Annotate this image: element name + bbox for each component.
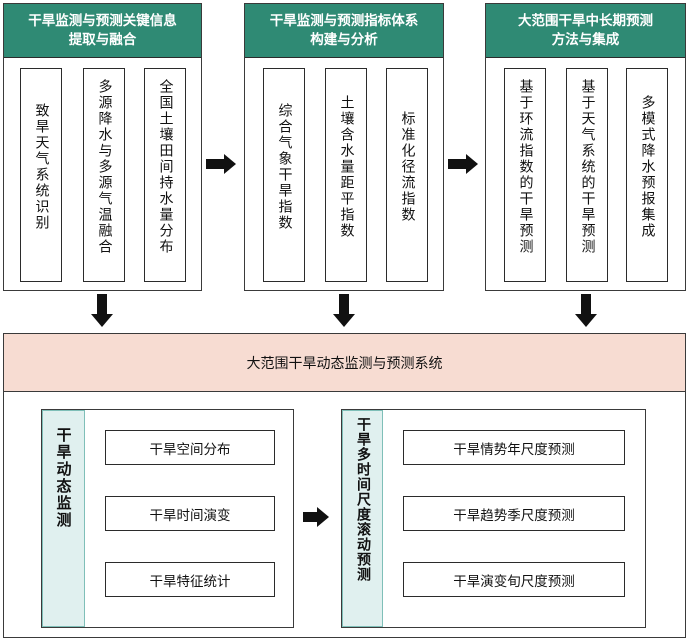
arrow-down-shaft-2 bbox=[339, 294, 349, 314]
system-header: 大范围干旱动态监测与预测系统 bbox=[4, 334, 685, 392]
panel-forecast-methods-item-1: 基于环流指数的干旱预测 bbox=[504, 68, 546, 282]
monitor-label-box: 干旱动态监测 bbox=[42, 410, 85, 627]
panel-forecast-methods: 大范围干旱中长期预测 方法与集成 基于环流指数的干旱预测 基于天气系统的干旱预测… bbox=[485, 3, 686, 291]
arrow-right-icon bbox=[317, 507, 329, 527]
forecast-label-box: 干旱多时间尺度滚动预测 bbox=[342, 410, 383, 627]
panel-forecast-methods-header: 大范围干旱中长期预测 方法与集成 bbox=[486, 4, 685, 58]
monitor-item-1: 干旱空间分布 bbox=[105, 430, 275, 465]
panel-forecast-methods-title-line2: 方法与集成 bbox=[551, 31, 620, 48]
forecast-group: 干旱多时间尺度滚动预测 干旱情势年尺度预测 干旱趋势季尺度预测 干旱演变旬尺度预… bbox=[341, 409, 646, 628]
monitor-label: 干旱动态监测 bbox=[54, 427, 73, 529]
item-label: 致旱天气系统识别 bbox=[33, 103, 50, 231]
item-label: 多模式降水预报集成 bbox=[639, 95, 656, 239]
item-label: 基于环流指数的干旱预测 bbox=[517, 79, 534, 255]
monitor-group: 干旱动态监测 干旱空间分布 干旱时间演变 干旱特征统计 bbox=[41, 409, 294, 628]
panel-index-system-item-1: 综合气象干旱指数 bbox=[263, 68, 305, 282]
panel-key-info-header: 干旱监测与预测关键信息 提取与融合 bbox=[4, 4, 201, 58]
monitor-item-2: 干旱时间演变 bbox=[105, 496, 275, 531]
arrow-shaft-3 bbox=[303, 512, 317, 522]
arrow-shaft-1 bbox=[206, 159, 224, 169]
arrow-down-icon bbox=[333, 314, 355, 327]
forecast-item-1: 干旱情势年尺度预测 bbox=[403, 430, 625, 465]
item-label: 标准化径流指数 bbox=[399, 111, 416, 223]
panel-forecast-methods-title-line1: 大范围干旱中长期预测 bbox=[518, 12, 653, 29]
arrow-down-icon bbox=[575, 314, 597, 327]
panel-key-info-item-3: 全国土壤田间持水量分布 bbox=[144, 68, 186, 282]
item-label: 干旱趋势季尺度预测 bbox=[453, 507, 575, 524]
panel-forecast-methods-item-3: 多模式降水预报集成 bbox=[626, 68, 668, 282]
panel-index-system-title-line1: 干旱监测与预测指标体系 bbox=[269, 12, 419, 29]
panel-key-info: 干旱监测与预测关键信息 提取与融合 致旱天气系统识别 多源降水与多源气温融合 全… bbox=[3, 3, 202, 291]
panel-index-system-header: 干旱监测与预测指标体系 构建与分析 bbox=[245, 4, 443, 58]
panel-key-info-title-line2: 提取与融合 bbox=[68, 31, 137, 48]
item-label: 基于天气系统的干旱预测 bbox=[579, 79, 596, 255]
panel-forecast-methods-item-2: 基于天气系统的干旱预测 bbox=[566, 68, 608, 282]
panel-key-info-item-2: 多源降水与多源气温融合 bbox=[83, 68, 125, 282]
arrow-shaft-2 bbox=[448, 159, 466, 169]
item-label: 土壤含水量距平指数 bbox=[338, 95, 355, 239]
item-label: 干旱时间演变 bbox=[149, 507, 231, 524]
panel-index-system: 干旱监测与预测指标体系 构建与分析 综合气象干旱指数 土壤含水量距平指数 标准化… bbox=[244, 3, 444, 291]
panel-index-system-item-3: 标准化径流指数 bbox=[386, 68, 428, 282]
system-panel: 大范围干旱动态监测与预测系统 干旱动态监测 干旱空间分布 干旱时间演变 干旱特征… bbox=[3, 333, 686, 638]
arrow-down-shaft-3 bbox=[581, 294, 591, 314]
arrow-down-shaft-1 bbox=[97, 294, 107, 314]
item-label: 全国土壤田间持水量分布 bbox=[157, 79, 174, 255]
item-label: 干旱空间分布 bbox=[149, 441, 231, 458]
panel-index-system-item-2: 土壤含水量距平指数 bbox=[325, 68, 367, 282]
item-label: 综合气象干旱指数 bbox=[276, 103, 293, 231]
forecast-item-3: 干旱演变旬尺度预测 bbox=[403, 562, 625, 597]
item-label: 干旱情势年尺度预测 bbox=[453, 441, 575, 458]
item-label: 干旱演变旬尺度预测 bbox=[453, 573, 575, 590]
panel-index-system-title-line2: 构建与分析 bbox=[310, 31, 378, 48]
panel-key-info-item-1: 致旱天气系统识别 bbox=[20, 68, 62, 282]
forecast-label: 干旱多时间尺度滚动预测 bbox=[355, 417, 371, 582]
system-title: 大范围干旱动态监测与预测系统 bbox=[246, 355, 443, 372]
item-label: 干旱特征统计 bbox=[149, 573, 231, 590]
panel-key-info-title-line1: 干旱监测与预测关键信息 bbox=[28, 12, 177, 29]
arrow-right-icon bbox=[466, 154, 478, 174]
arrow-right-icon bbox=[224, 154, 236, 174]
item-label: 多源降水与多源气温融合 bbox=[96, 79, 113, 255]
forecast-item-2: 干旱趋势季尺度预测 bbox=[403, 496, 625, 531]
monitor-item-3: 干旱特征统计 bbox=[105, 562, 275, 597]
arrow-down-icon bbox=[91, 314, 113, 327]
